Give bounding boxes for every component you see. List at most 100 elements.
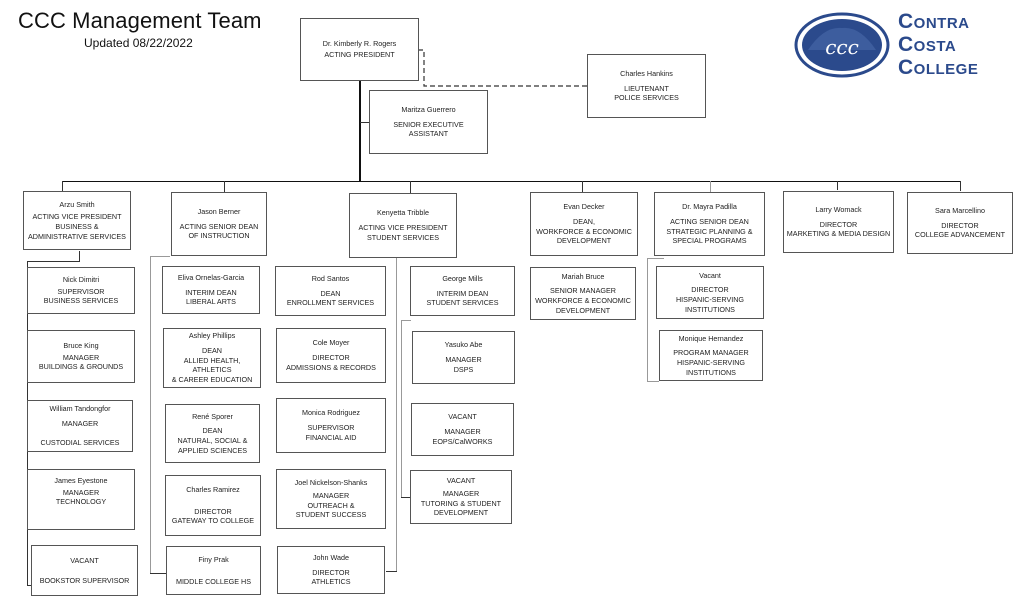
person-name: John Wade — [312, 552, 350, 562]
contra-costa-college-logo-icon: ccc — [794, 12, 890, 78]
person-name: Rod Santos — [311, 273, 350, 283]
staff-box[interactable]: VACANT BOOKSTOR SUPERVISOR — [31, 545, 138, 596]
staff-box[interactable]: VACANT MANAGER EOPS/CalWORKS — [411, 403, 514, 456]
person-role: INTERIM DEAN LIBERAL ARTS — [185, 287, 237, 307]
staff-box[interactable]: John Wade DIRECTOR ATHLETICS — [277, 546, 385, 594]
connector-drop — [960, 181, 961, 191]
connector-business — [27, 585, 32, 586]
person-name: VACANT — [446, 476, 476, 486]
person-role: SENIOR EXECUTIVE ASSISTANT — [393, 119, 464, 139]
connector-drop — [62, 181, 63, 191]
staff-box[interactable]: Mariah Bruce SENIOR MANAGER WORKFORCE & … — [530, 267, 636, 320]
connector-instruction — [150, 256, 151, 574]
person-name: Joel Nickelson-Shanks — [294, 478, 368, 488]
staff-box[interactable]: Rod Santos DEAN ENROLLMENT SERVICES — [275, 266, 386, 316]
person-name: Mariah Bruce — [561, 271, 605, 281]
staff-box[interactable]: Eliva Ornelas-Garcia INTERIM DEAN LIBERA… — [162, 266, 260, 314]
person-name: George Mills — [442, 273, 483, 283]
person-name: Finy Prak — [198, 554, 229, 564]
person-role: DEAN ENROLLMENT SERVICES — [286, 288, 375, 308]
direct-report-box[interactable]: Dr. Mayra Padilla ACTING SENIOR DEAN STR… — [654, 192, 765, 256]
person-role: PROGRAM MANAGER HISPANIC-SERVING INSTITU… — [673, 348, 749, 377]
person-name: Eliva Ornelas-Garcia — [177, 272, 245, 282]
direct-report-box[interactable]: Sara Marcellino DIRECTOR COLLEGE ADVANCE… — [907, 192, 1013, 254]
person-role: DEAN, WORKFORCE & ECONOMIC DEVELOPMENT — [536, 216, 632, 246]
staff-box[interactable]: Cole Moyer DIRECTOR ADMISSIONS & RECORDS — [276, 328, 386, 383]
person-role: BOOKSTOR SUPERVISOR — [39, 575, 130, 585]
connector-drop — [410, 181, 411, 193]
person-role: MANAGER DSPS — [445, 355, 482, 374]
president-box[interactable]: Dr. Kimberly R. Rogers ACTING PRESIDENT — [300, 18, 419, 81]
person-name: Sara Marcellino — [935, 205, 985, 215]
connector-student-services-right — [401, 320, 402, 498]
police-box[interactable]: Charles Hankins LIEUTENANT POLICE SERVIC… — [587, 54, 706, 118]
direct-report-box[interactable]: Kenyetta Tribble ACTING VICE PRESIDENT S… — [349, 193, 457, 258]
connector-police-dashed — [418, 49, 590, 87]
staff-box[interactable]: Monica Rodriguez SUPERVISOR FINANCIAL AI… — [276, 398, 386, 453]
person-name: Jason Berner — [197, 206, 241, 216]
person-name: VACANT — [70, 555, 99, 565]
connector-strategic — [647, 258, 648, 382]
staff-box[interactable]: René Sporer DEAN NATURAL, SOCIAL & APPLI… — [165, 404, 260, 463]
connector-student-services-right — [401, 497, 411, 498]
person-role: DIRECTOR HISPANIC-SERVING INSTITUTIONS — [675, 285, 745, 314]
staff-box[interactable]: George Mills INTERIM DEAN STUDENT SERVIC… — [410, 266, 515, 316]
person-role: SUPERVISOR FINANCIAL AID — [305, 423, 357, 442]
person-role: ACTING PRESIDENT — [324, 50, 395, 59]
staff-box[interactable]: James Eyestone MANAGER TECHNOLOGY — [27, 469, 135, 530]
person-role: ACTING SENIOR DEAN STRATEGIC PLANNING & … — [666, 216, 753, 246]
person-name: Arzu Smith — [59, 199, 95, 209]
person-role: ACTING VICE PRESIDENT STUDENT SERVICES — [358, 223, 448, 242]
direct-report-box[interactable]: Larry Womack DIRECTOR MARKETING & MEDIA … — [783, 191, 894, 253]
person-name: Bruce King — [63, 340, 99, 350]
connector-business — [79, 251, 80, 261]
person-name: Cole Moyer — [312, 338, 350, 348]
connector-drop — [710, 181, 711, 192]
staff-box[interactable]: Monique Hernandez PROGRAM MANAGER HISPAN… — [659, 330, 763, 381]
person-role: DIRECTOR COLLEGE ADVANCEMENT — [914, 220, 1006, 240]
connector-strategic — [647, 258, 664, 259]
person-name: Nick Dimitri — [62, 274, 100, 284]
staff-box[interactable]: Charles Ramirez DIRECTOR GATEWAY TO COLL… — [165, 475, 261, 536]
person-role: SUPERVISOR BUSINESS SERVICES — [43, 286, 119, 306]
direct-report-box[interactable]: Jason Berner ACTING SENIOR DEAN OF INSTR… — [171, 192, 267, 256]
person-name: Maritza Guerrero — [401, 104, 456, 114]
direct-report-box[interactable]: Arzu Smith ACTING VICE PRESIDENT BUSINES… — [23, 191, 131, 250]
staff-box[interactable]: VACANT MANAGER TUTORING & STUDENT DEVELO… — [410, 470, 512, 524]
person-role: DIRECTOR GATEWAY TO COLLEGE — [171, 506, 255, 526]
staff-box[interactable]: Joel Nickelson-Shanks MANAGER OUTREACH &… — [276, 469, 386, 529]
connector-assistant — [360, 122, 369, 123]
staff-box[interactable]: Bruce King MANAGER BUILDINGS & GROUNDS — [27, 330, 135, 383]
person-role: DEAN ALLIED HEALTH, ATHLETICS & CAREER E… — [171, 345, 253, 385]
person-role: MANAGER EOPS/CalWORKS — [432, 427, 493, 446]
connector-instruction — [150, 256, 170, 257]
staff-box[interactable]: Vacant DIRECTOR HISPANIC-SERVING INSTITU… — [656, 266, 764, 319]
person-role: MANAGER BUILDINGS & GROUNDS — [38, 352, 124, 372]
person-name: Dr. Kimberly R. Rogers — [322, 39, 397, 49]
assistant-box[interactable]: Maritza Guerrero SENIOR EXECUTIVE ASSIST… — [369, 90, 488, 154]
connector-drop — [224, 181, 225, 192]
person-role: DEAN NATURAL, SOCIAL & APPLIED SCIENCES — [177, 426, 248, 455]
staff-box[interactable]: Finy Prak MIDDLE COLLEGE HS — [166, 546, 261, 595]
staff-box[interactable]: Nick Dimitri SUPERVISOR BUSINESS SERVICE… — [27, 267, 135, 314]
person-role: DIRECTOR ADMISSIONS & RECORDS — [286, 353, 376, 372]
person-role: MANAGER TECHNOLOGY — [55, 487, 107, 507]
staff-box[interactable]: Yasuko Abe MANAGER DSPS — [412, 331, 515, 384]
staff-box[interactable]: William Tandongfor MANAGER CUSTODIAL SER… — [27, 400, 133, 452]
connector-student-services-right — [401, 320, 411, 321]
person-role: ACTING VICE PRESIDENT BUSINESS & ADMINIS… — [28, 212, 126, 241]
direct-report-box[interactable]: Evan Decker DEAN, WORKFORCE & ECONOMIC D… — [530, 192, 638, 256]
person-name: René Sporer — [192, 411, 233, 421]
connector-drop — [582, 181, 583, 192]
person-name: Dr. Mayra Padilla — [682, 202, 737, 212]
person-role: DIRECTOR MARKETING & MEDIA DESIGN — [786, 219, 891, 239]
person-role: LIEUTENANT POLICE SERVICES — [614, 83, 679, 103]
staff-box[interactable]: Ashley Phillips DEAN ALLIED HEALTH, ATHL… — [163, 328, 261, 388]
logo-text-line-2: Costa — [898, 33, 957, 56]
connector-strategic — [647, 381, 659, 382]
person-name: Vacant — [699, 270, 721, 280]
person-role: DIRECTOR ATHLETICS — [311, 567, 351, 587]
person-role: MANAGER TUTORING & STUDENT DEVELOPMENT — [420, 488, 502, 518]
person-name: James Eyestone — [54, 476, 108, 485]
person-role: MIDDLE COLLEGE HS — [175, 576, 252, 586]
